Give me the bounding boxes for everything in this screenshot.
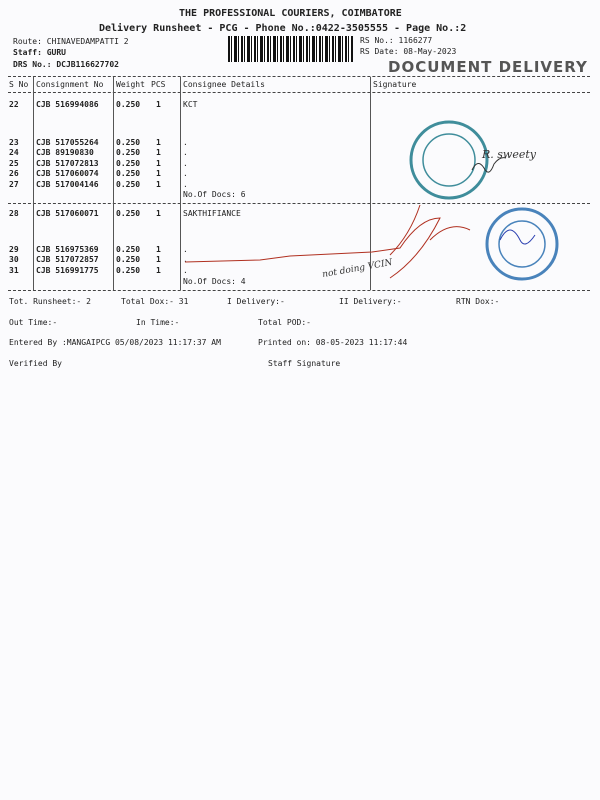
cell-pcs: 1 [156, 169, 161, 179]
cell-cn: CJB 517072813 [36, 158, 99, 168]
column-divider [113, 77, 114, 290]
col-header-consignee: Consignee Details [183, 80, 265, 89]
cell-sno: 28 [9, 209, 19, 218]
cell-det: . [183, 179, 188, 189]
cell-wt: 0.250 [116, 245, 141, 254]
cell-cn: CJB 517004146 [36, 179, 99, 189]
cell-wt: 0.250 [116, 179, 141, 189]
cell-det: . [183, 138, 188, 147]
entered-by: Entered By :MANGAIPCG 05/08/2023 11:17:3… [9, 338, 221, 347]
consignee-name: SAKTHIFIANCE [183, 209, 241, 218]
cell-cn: CJB 517060071 [36, 209, 99, 218]
col-header-weight: Weight [116, 80, 145, 89]
cell-pcs: 1 [156, 179, 161, 189]
divider [8, 76, 590, 77]
cell-det: . [183, 265, 188, 275]
cell-sno: 27 [9, 179, 19, 189]
staff: Staff: GURU [13, 48, 66, 57]
cell-wt: 0.250 [116, 209, 141, 218]
cell-sno: 31 [9, 265, 19, 275]
staff-signature: Staff Signature [268, 359, 341, 368]
divider [8, 92, 590, 93]
cell-pcs: 1 [156, 100, 161, 109]
cell-pcs: 1 [156, 209, 161, 218]
cell-cn: CJB 517055264 [36, 138, 99, 147]
cell-wt: 0.250 [116, 148, 141, 158]
col-header-sno: S No [9, 80, 29, 89]
total-runsheet: Tot. Runsheet:- 2 [9, 297, 91, 306]
cell-det: . [183, 148, 188, 158]
college-seal [409, 120, 489, 200]
first-delivery: I Delivery:- [227, 297, 285, 306]
signature-scribble [471, 157, 507, 173]
cell-cn: CJB 516994086 [36, 100, 99, 109]
runsheet-subtitle: Delivery Runsheet - PCG - Phone No.:0422… [99, 23, 467, 34]
column-divider [180, 77, 181, 290]
in-time: In Time:- [136, 318, 180, 327]
cell-sno: 22 [9, 100, 19, 109]
rs-date: RS Date: 08-May-2023 [360, 47, 457, 56]
cell-cn: CJB 517072857 [36, 255, 99, 265]
document-delivery-stamp: DOCUMENT DELIVERY [388, 58, 588, 76]
return-dox: RTN Dox:- [456, 297, 500, 306]
route: Route: CHINAVEDAMPATTI 2 [13, 37, 129, 46]
cell-sno: 30 [9, 255, 19, 265]
finance-seal [485, 207, 559, 281]
out-time: Out Time:- [9, 318, 58, 327]
divider [8, 203, 590, 204]
verified-by: Verified By [9, 359, 62, 368]
cell-wt: 0.250 [116, 100, 141, 109]
cell-wt: 0.250 [116, 138, 141, 147]
cell-sno: 26 [9, 169, 19, 179]
company-title: THE PROFESSIONAL COURIERS, COIMBATORE [179, 8, 402, 19]
cell-pcs: 1 [156, 265, 161, 275]
column-divider [33, 77, 34, 290]
cell-det: . [183, 255, 188, 265]
cell-wt: 0.250 [116, 158, 141, 168]
printed-on: Printed on: 08-05-2023 11:17:44 [258, 338, 408, 347]
cell-sno: 29 [9, 245, 19, 254]
drs-number: DRS No.: DCJB116627702 [13, 60, 119, 69]
cell-det: . [183, 245, 188, 254]
handwritten-signature: R. sweety [482, 148, 536, 161]
cell-det: . [183, 169, 188, 179]
cell-sno: 24 [9, 148, 19, 158]
finance-signature [499, 229, 536, 245]
cell-pcs: 1 [156, 138, 161, 147]
second-delivery: II Delivery:- [339, 297, 402, 306]
signature-stroke [389, 204, 471, 256]
cell-wt: 0.250 [116, 255, 141, 265]
docs-count: No.Of Docs: 6 [183, 190, 246, 199]
col-header-signature: Signature [373, 80, 417, 89]
total-dox: Total Dox:- 31 [121, 297, 189, 306]
consignee-name: KCT [183, 100, 198, 109]
total-pod: Total POD:- [258, 318, 311, 327]
divider [8, 290, 590, 291]
cell-sno: 25 [9, 158, 19, 168]
cell-pcs: 1 [156, 255, 161, 265]
cell-det: . [183, 158, 188, 168]
cell-cn: CJB 516975369 [36, 245, 99, 254]
col-header-pcs: PCS [151, 80, 166, 89]
docs-count: No.Of Docs: 4 [183, 277, 246, 286]
cell-sno: 23 [9, 138, 19, 147]
cell-wt: 0.250 [116, 265, 141, 275]
cell-cn: CJB 516991775 [36, 265, 99, 275]
barcode [228, 36, 353, 62]
signature-stroke [184, 217, 441, 279]
cell-pcs: 1 [156, 158, 161, 168]
col-header-consignment: Consignment No [36, 80, 104, 89]
cell-pcs: 1 [156, 148, 161, 158]
cell-cn: CJB 89190830 [36, 148, 94, 158]
column-divider [370, 77, 371, 290]
cell-wt: 0.250 [116, 169, 141, 179]
cell-cn: CJB 517060074 [36, 169, 99, 179]
cell-pcs: 1 [156, 245, 161, 254]
rs-number: RS No.: 1166277 [360, 36, 433, 45]
